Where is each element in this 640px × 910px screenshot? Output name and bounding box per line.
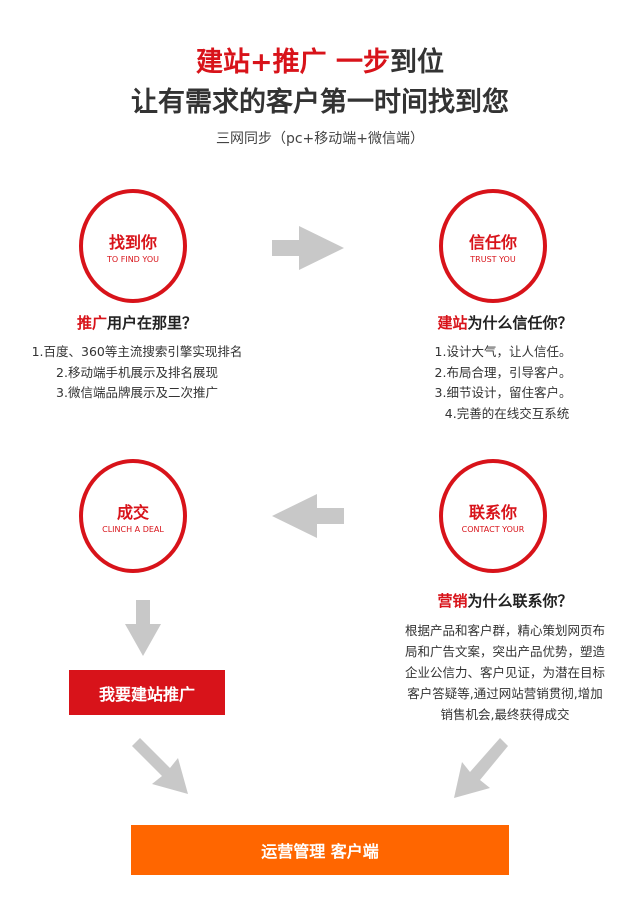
circle-title: 联系你 [468, 502, 517, 522]
list-item: 3.细节设计，留住客户。 [434, 385, 572, 400]
arrow-left-icon [272, 494, 344, 538]
list-item: 根据产品和客户群，精心策划网页布 [404, 623, 605, 638]
list-item: 2.布局合理，引导客户。 [434, 364, 572, 380]
circle-title: 成交 [116, 502, 149, 522]
arrow-right-icon [272, 226, 344, 270]
circle-trust-you: 信任你 TRUST YOU [439, 189, 547, 303]
find-list: 1.百度、360等主流搜索引擎实现排名 2.移动端手机展示及排名展现 3.微信端… [7, 342, 267, 404]
find-question: 推广用户在那里？ [17, 312, 257, 333]
list-item: 4.完善的在线交互系统 [444, 405, 570, 421]
contact-question: 营销为什么联系你？ [385, 590, 625, 611]
trust-question: 建站为什么信任你？ [385, 312, 625, 333]
trust-list: 1.设计大气，让人信任。 2.布局合理，引导客户。 3.细节设计，留住客户。 4… [403, 342, 603, 424]
list-item: 1.百度、360等主流搜索引擎实现排名 [31, 344, 243, 359]
list-item: 局和广告文案，突出产品优势，塑造 [404, 644, 605, 659]
arrow-down-icon [125, 600, 161, 656]
list-item: 2.移动端手机展示及排名展现 [56, 364, 218, 380]
build-promote-button[interactable]: 我要建站推广 [69, 670, 225, 715]
list-item: 企业公信力、客户见证，为潜在目标 [404, 665, 605, 680]
subtitle: 三网同步（pc+移动端+微信端） [215, 131, 425, 147]
question-red: 营销 [437, 592, 468, 610]
arrow-down-right-icon [132, 738, 188, 794]
operations-client-button[interactable]: 运营管理 客户端 [131, 825, 509, 875]
circle-subtitle: TO FIND YOU [107, 254, 159, 264]
circle-subtitle: TRUST YOU [470, 254, 516, 264]
circle-subtitle: CLINCH A DEAL [102, 524, 164, 534]
contact-list: 根据产品和客户群，精心策划网页布 局和广告文案，突出产品优势，塑造 企业公信力、… [375, 620, 635, 725]
circle-subtitle: CONTACT YOUR [461, 524, 525, 534]
circle-clinch-deal: 成交 CLINCH A DEAL [79, 459, 187, 573]
circle-title: 信任你 [468, 232, 517, 252]
question-red: 建站 [437, 314, 468, 332]
circle-contact-you: 联系你 CONTACT YOUR [439, 459, 547, 573]
headline-line2: 让有需求的客户第一时间找到您 [131, 87, 509, 118]
circle-title: 找到你 [108, 232, 157, 252]
headline-red: 建站+推广 一步 [195, 47, 391, 78]
question-dark: 用户在那里？ [107, 314, 198, 332]
question-dark: 为什么信任你？ [467, 314, 573, 332]
list-item: 1.设计大气，让人信任。 [434, 344, 572, 359]
list-item: 3.微信端品牌展示及二次推广 [56, 385, 218, 400]
headline-line1: 建站+推广 一步到位 [0, 40, 640, 79]
list-item: 客户答疑等,通过网站营销贯彻,增加 [407, 686, 603, 701]
circle-find-you: 找到你 TO FIND YOU [79, 189, 187, 303]
headline-dark: 到位 [390, 47, 445, 78]
arrow-down-left-icon [454, 738, 508, 798]
list-item: 销售机会,最终获得成交 [440, 707, 570, 722]
question-dark: 为什么联系你？ [467, 592, 573, 610]
question-red: 推广 [76, 314, 107, 332]
